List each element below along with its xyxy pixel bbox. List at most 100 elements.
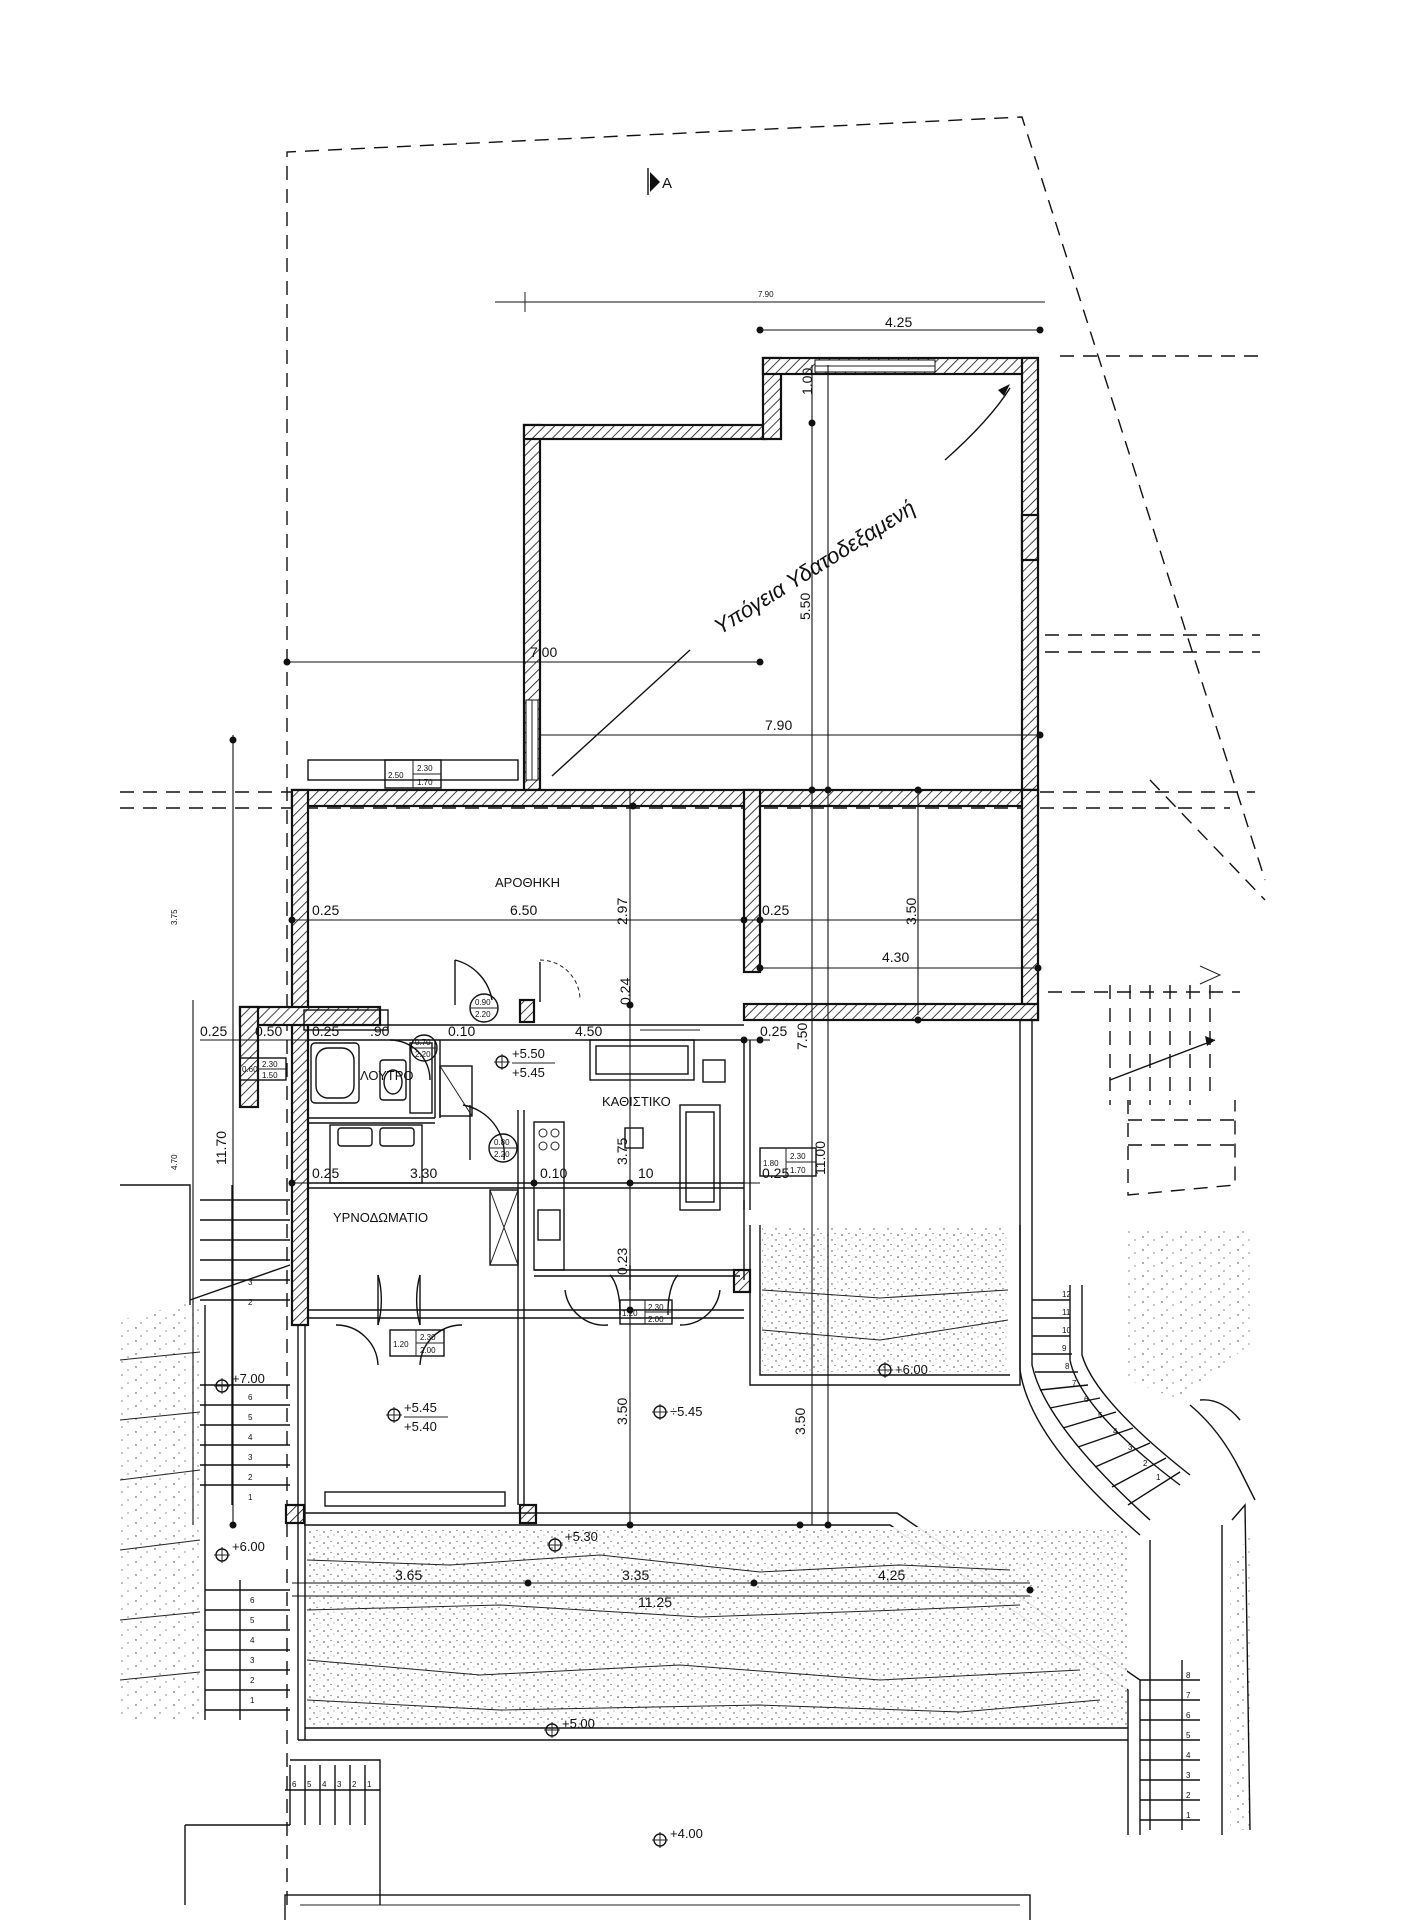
svg-text:+6.00: +6.00 <box>895 1362 928 1377</box>
svg-text:7.90: 7.90 <box>765 717 792 733</box>
svg-text:+5.45: +5.45 <box>404 1400 437 1415</box>
svg-text:3: 3 <box>1186 1771 1191 1780</box>
svg-text:2.20: 2.20 <box>494 1150 510 1159</box>
svg-text:4: 4 <box>250 1636 255 1645</box>
svg-text:6.50: 6.50 <box>510 902 537 918</box>
svg-text:5.50: 5.50 <box>797 593 813 620</box>
svg-text:7.00: 7.00 <box>530 644 557 660</box>
svg-text:4: 4 <box>1113 1427 1118 1436</box>
level-right-platform: +6.00 <box>877 1362 928 1378</box>
level-left-lower: +6.00 <box>214 1539 265 1563</box>
svg-text:2.00: 2.00 <box>420 1346 436 1355</box>
svg-text:0.70: 0.70 <box>415 1038 431 1047</box>
bottom-stairs: 6 5 4 3 2 1 <box>285 1765 380 1825</box>
svg-text:6: 6 <box>1186 1711 1191 1720</box>
svg-text:+5.45: +5.45 <box>512 1065 545 1080</box>
svg-text:1: 1 <box>250 1696 255 1705</box>
dimension-labels: 7.90 4.25 1.00 5.50 7.00 7.90 ΑΡΟΘΗΚΗ 6.… <box>170 290 919 1610</box>
svg-text:3: 3 <box>250 1656 255 1665</box>
svg-text:ΥΡΝΟΔΩΜΑΤΙΟ: ΥΡΝΟΔΩΜΑΤΙΟ <box>333 1210 428 1225</box>
svg-text:+7.00: +7.00 <box>232 1371 265 1386</box>
svg-text:3: 3 <box>248 1278 253 1287</box>
svg-text:2.20: 2.20 <box>475 1010 491 1019</box>
door-swings <box>335 959 721 1366</box>
svg-text:0.25: 0.25 <box>762 1165 789 1181</box>
left-mid-stairs: 6 5 4 3 2 1 3 2 <box>200 1278 290 1502</box>
svg-text:2.20: 2.20 <box>415 1050 431 1059</box>
door-tag: 0.70 2.20 <box>410 1034 438 1062</box>
level-interior: +5.50 +5.45 <box>494 1046 555 1080</box>
svg-text:10: 10 <box>1062 1326 1071 1335</box>
door-tag: 0.80 2.20 <box>488 1133 518 1163</box>
svg-text:2.50: 2.50 <box>388 771 404 780</box>
house-walls <box>238 788 1040 1525</box>
svg-text:5: 5 <box>1186 1731 1191 1740</box>
svg-text:1.70: 1.70 <box>417 778 433 787</box>
dimension-dots <box>229 326 1044 1594</box>
right-lower-stairs: 8 7 6 5 4 3 2 1 <box>1140 1503 1251 1835</box>
left-lower-stairs: 6 5 4 3 2 1 <box>205 1580 290 1720</box>
dimension-lines <box>192 292 1045 1597</box>
svg-text:8: 8 <box>1186 1671 1191 1680</box>
svg-text:2: 2 <box>248 1473 253 1482</box>
svg-text:4.30: 4.30 <box>882 949 909 965</box>
svg-text:7.50: 7.50 <box>794 1023 810 1050</box>
svg-text:3.65: 3.65 <box>395 1567 422 1583</box>
right-curved-stairs: 12 11 10 9 8 7 6 5 4 3 2 1 <box>1019 1225 1256 1536</box>
level-garden: +5.00 <box>544 1716 595 1738</box>
left-upper-stairs <box>200 1185 290 1505</box>
svg-text:1.20: 1.20 <box>393 1340 409 1349</box>
svg-text:5: 5 <box>1098 1411 1103 1420</box>
svg-text:3: 3 <box>337 1780 342 1789</box>
svg-text:+5.30: +5.30 <box>565 1529 598 1544</box>
svg-text:2.30: 2.30 <box>417 764 433 773</box>
svg-text:4.25: 4.25 <box>878 1567 905 1583</box>
svg-text:5: 5 <box>307 1780 312 1789</box>
svg-text:8: 8 <box>1065 1362 1070 1371</box>
level-left-terrace: +7.00 <box>214 1371 265 1394</box>
svg-text:.90: .90 <box>370 1023 390 1039</box>
svg-text:1: 1 <box>1186 1811 1191 1820</box>
svg-text:0.24: 0.24 <box>617 978 633 1005</box>
gravel-areas <box>119 1228 1255 1830</box>
svg-text:0.90: 0.90 <box>475 998 491 1007</box>
svg-text:2.30: 2.30 <box>420 1333 436 1342</box>
svg-text:2.30: 2.30 <box>648 1303 664 1312</box>
left-terraces <box>120 1184 1031 1920</box>
svg-text:3.75: 3.75 <box>614 1138 630 1165</box>
svg-text:2.97: 2.97 <box>614 898 630 925</box>
svg-text:ΚΑΘΙΣΤΙΚΟ: ΚΑΘΙΣΤΙΚΟ <box>602 1094 671 1109</box>
svg-text:2.30: 2.30 <box>262 1060 278 1069</box>
level-veranda-left: +5.45 +5.40 <box>386 1400 448 1434</box>
svg-text:3.30: 3.30 <box>410 1165 437 1181</box>
svg-text:4.70: 4.70 <box>170 1154 179 1170</box>
room-labels: ΛΟΥΤΡΟ ΚΑΘΙΣΤΙΚΟ ΥΡΝΟΔΩΜΑΤΙΟ <box>333 1068 671 1225</box>
svg-text:1: 1 <box>1156 1473 1161 1482</box>
svg-text:2: 2 <box>248 1298 253 1307</box>
svg-text:7: 7 <box>1072 1379 1077 1388</box>
svg-text:0.25: 0.25 <box>760 1023 787 1039</box>
svg-text:6: 6 <box>250 1596 255 1605</box>
svg-text:7: 7 <box>1186 1691 1191 1700</box>
svg-text:2: 2 <box>1143 1459 1148 1468</box>
svg-text:1.80: 1.80 <box>763 1159 779 1168</box>
svg-text:9: 9 <box>1062 1344 1067 1353</box>
svg-text:3.50: 3.50 <box>614 1398 630 1425</box>
svg-text:0.25: 0.25 <box>312 902 339 918</box>
svg-text:10: 10 <box>638 1165 654 1181</box>
svg-text:6: 6 <box>1084 1395 1089 1404</box>
svg-text:+5.40: +5.40 <box>404 1419 437 1434</box>
svg-text:0.25: 0.25 <box>312 1023 339 1039</box>
svg-text:11.00: 11.00 <box>812 1141 828 1175</box>
section-marker: A <box>647 168 672 195</box>
svg-text:0.10: 0.10 <box>540 1165 567 1181</box>
door-tag: 0.90 2.20 <box>469 993 499 1023</box>
level-front: +5.30 <box>547 1529 598 1553</box>
svg-text:12: 12 <box>1062 1290 1071 1299</box>
svg-text:2.30: 2.30 <box>790 1152 806 1161</box>
svg-text:+6.00: +6.00 <box>232 1539 265 1554</box>
window-tag: 1.20 2.30 2.00 <box>619 1299 673 1325</box>
window-tag: 1.20 2.30 2.00 <box>389 1329 445 1357</box>
svg-text:3: 3 <box>248 1453 253 1462</box>
svg-text:ΑΡΟΘΗΚΗ: ΑΡΟΘΗΚΗ <box>495 875 560 890</box>
